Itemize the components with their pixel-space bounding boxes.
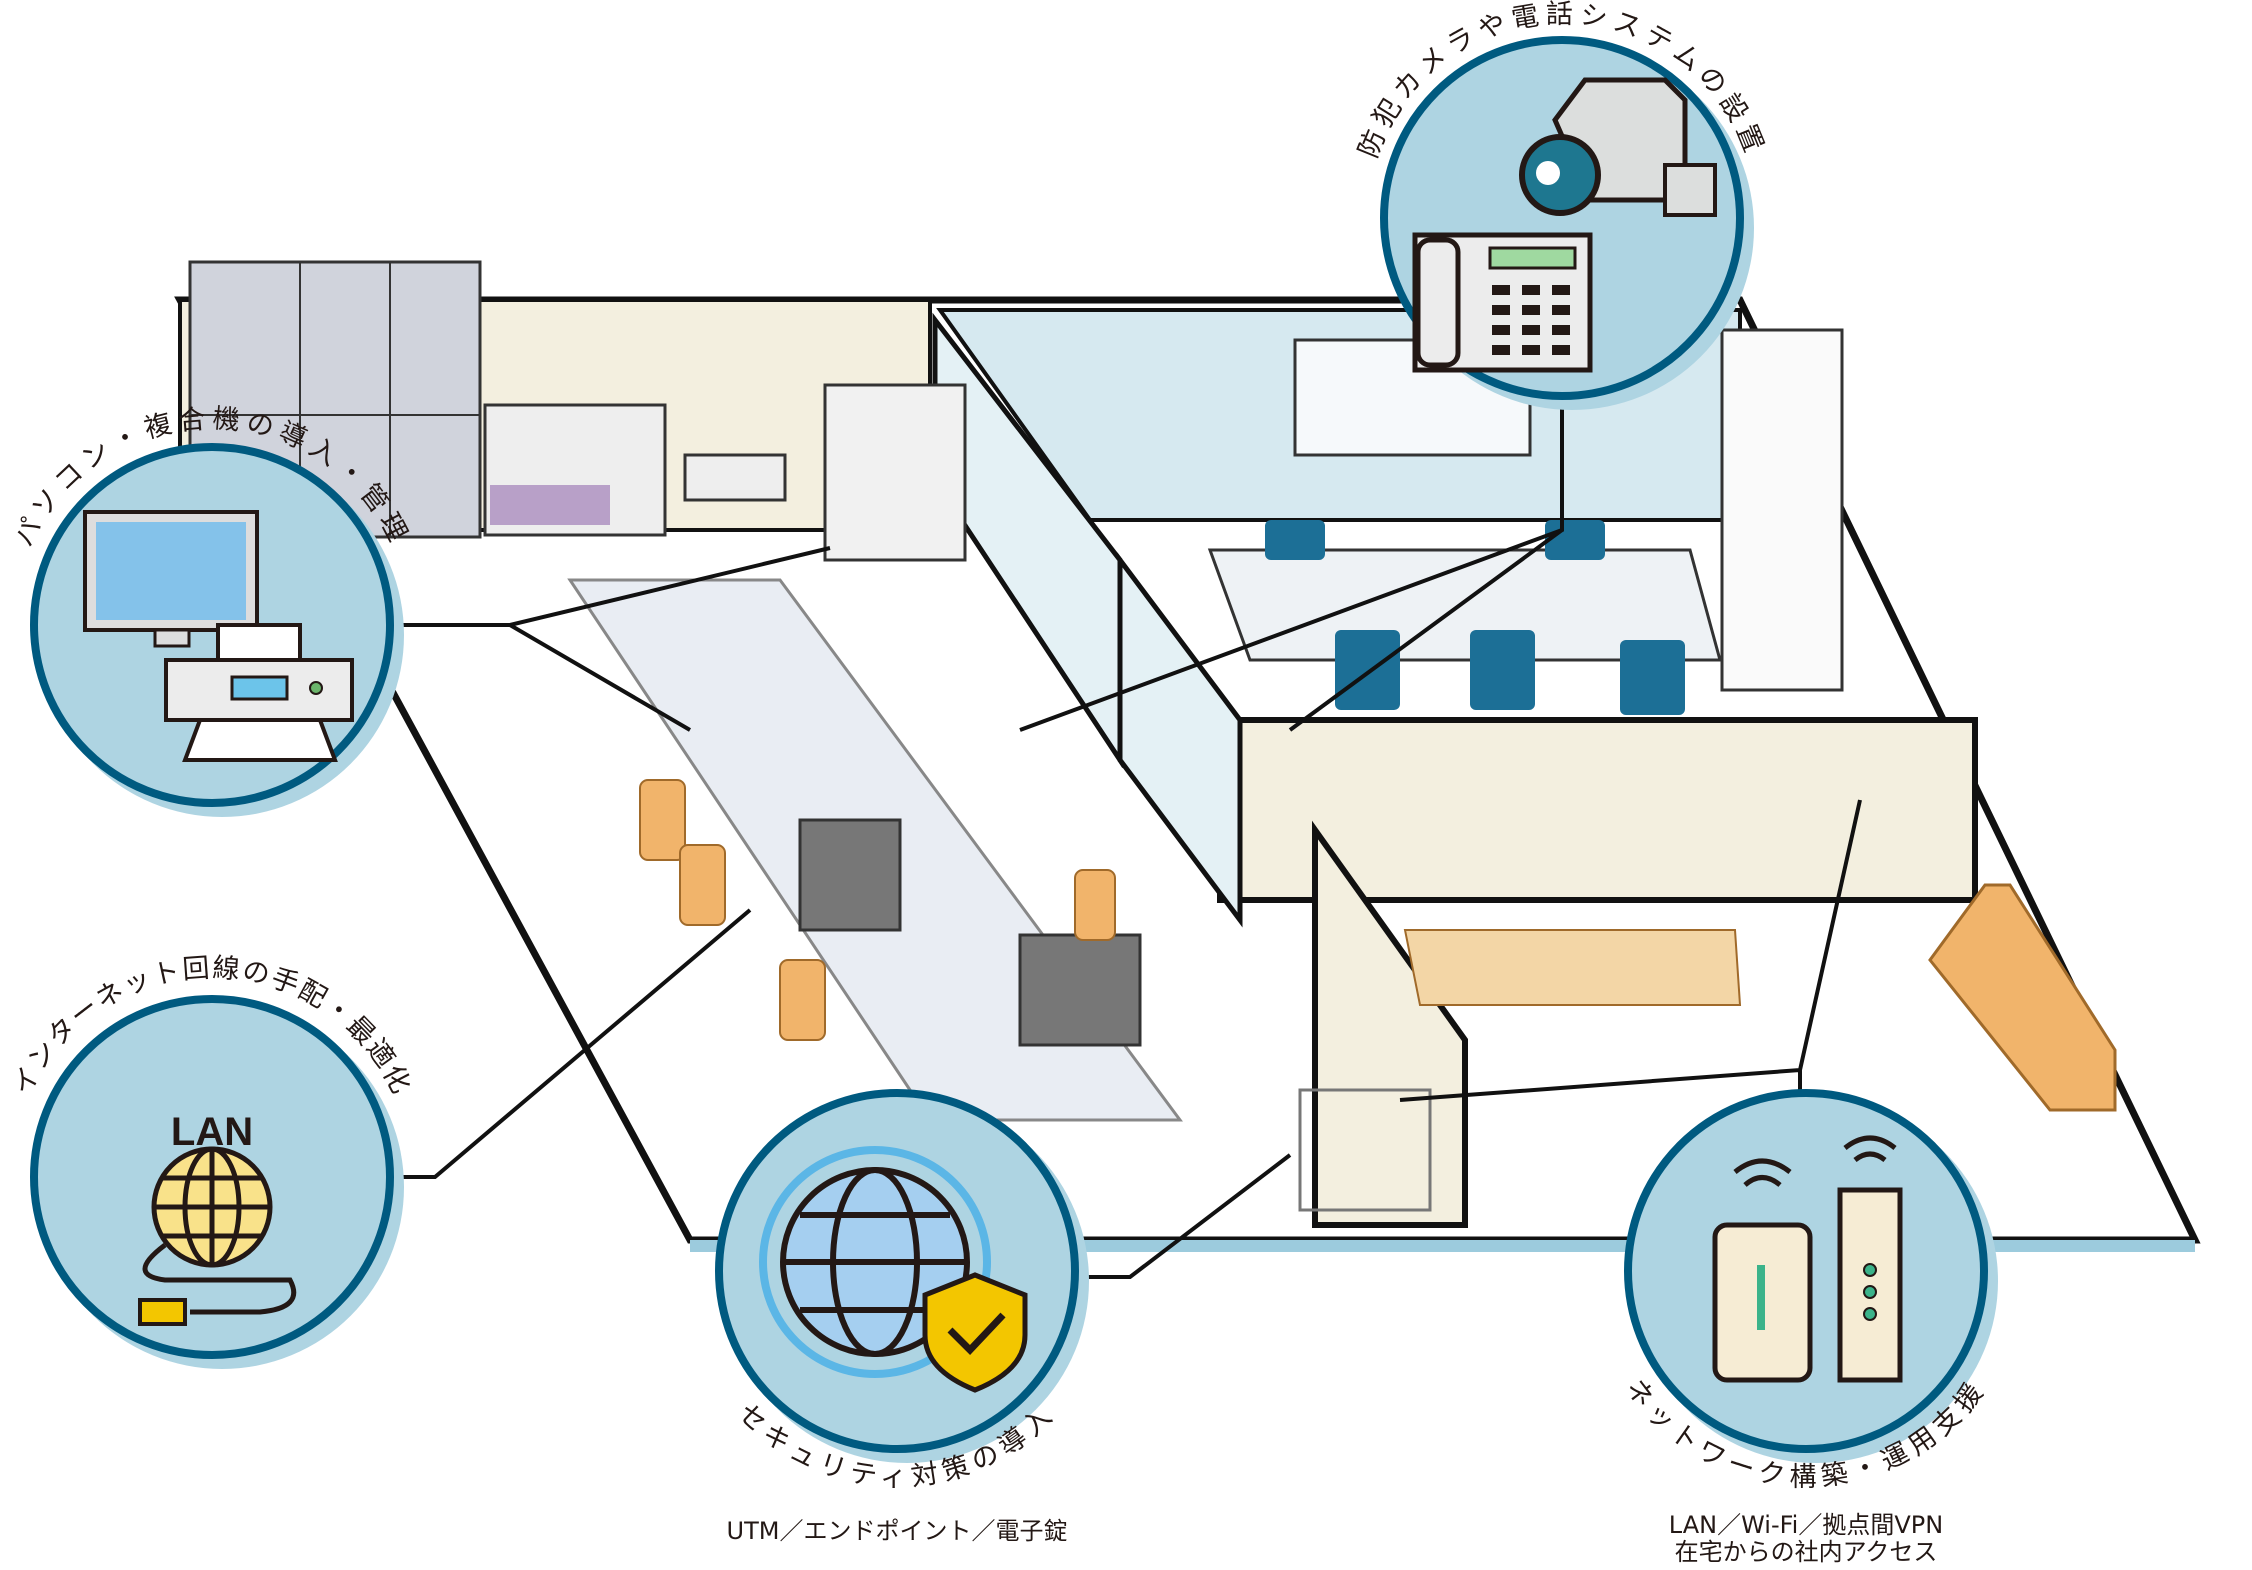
wifi-router-icon — [1712, 1158, 1813, 1383]
phone-icon — [1412, 232, 1593, 373]
monitor-icon — [83, 510, 259, 648]
network-subtitle-line-1: LAN／Wi-Fi／拠点間VPN — [1668, 1511, 1944, 1539]
network-subtitle-line-2: 在宅からの社内アクセス — [1674, 1538, 1938, 1566]
desk-island — [567, 383, 1183, 1122]
globe-icon — [780, 1167, 970, 1357]
wifi-router-icon — [1837, 1135, 1903, 1383]
network-subtitle: LAN／Wi-Fi／拠点間VPN 在宅からの社内アクセス — [1596, 1512, 2016, 1566]
cable-icon — [138, 1243, 297, 1326]
service-circle-security: セキュリティ対策の導入 — [715, 1089, 1089, 1493]
shield-check-icon — [922, 1272, 1028, 1393]
service-circle-pc: パソコン・複合機の導入・管理 — [8, 403, 410, 817]
security-subtitle: UTM／エンドポイント／電子錠 — [726, 1517, 1068, 1545]
meeting-room — [1207, 328, 1844, 715]
service-circle-network: ネットワーク構築・運用支援 — [1619, 1089, 1998, 1493]
office-floor — [174, 296, 2201, 1252]
printer-icon — [164, 623, 354, 762]
service-circle-camera: 防犯カメラや電話システムの設置 — [1353, 0, 1765, 410]
security-camera-icon — [1519, 77, 1717, 217]
globe-icon — [151, 1146, 273, 1268]
lounge-area — [1298, 883, 2117, 1212]
service-circle-internet: LAN インターネット回線の手配・最適化 — [7, 953, 415, 1369]
